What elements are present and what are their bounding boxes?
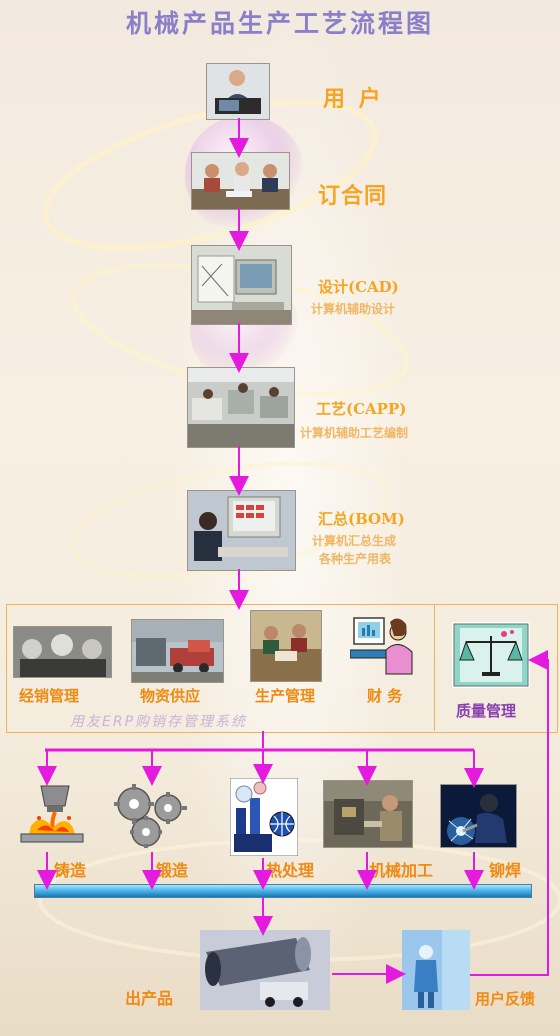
capp-photo — [187, 367, 295, 448]
module-finance-label: 财 务 — [367, 687, 403, 705]
supply-photo — [131, 619, 224, 683]
step-contract-label: 订合同 — [318, 183, 388, 209]
erp-divider — [434, 604, 435, 731]
production-photo — [250, 610, 322, 682]
sales-photo — [13, 626, 112, 678]
process-casting-label: 铸造 — [54, 861, 87, 880]
contract-photo — [191, 152, 290, 210]
feedback-photo — [402, 930, 470, 1010]
cad-photo — [191, 245, 292, 325]
machining-photo — [323, 780, 413, 848]
quality-illustration — [452, 622, 530, 688]
process-heat-label: 热处理 — [266, 861, 315, 880]
step-bom-label: 汇总(BOM) — [318, 510, 405, 528]
step-capp-sub: 计算机辅助工艺编制 — [300, 426, 409, 440]
welding-photo — [440, 784, 517, 848]
module-sales-label: 经销管理 — [19, 687, 80, 705]
product-photo — [200, 930, 330, 1010]
step-bom-sub2: 各种生产用表 — [319, 552, 392, 566]
user-photo — [206, 63, 270, 120]
page-title: 机械产品生产工艺流程图 — [125, 9, 434, 38]
casting-illustration — [17, 782, 87, 846]
output-product-label: 出产品 — [125, 989, 174, 1008]
process-forging-label: 锻造 — [156, 861, 189, 880]
bom-photo — [187, 490, 296, 571]
module-production-label: 生产管理 — [255, 687, 316, 705]
module-supply-label: 物资供应 — [140, 687, 201, 705]
module-quality-label: 质量管理 — [456, 702, 517, 720]
step-user-label: 用 户 — [323, 86, 384, 112]
process-welding-label: 铆焊 — [489, 861, 522, 880]
erp-system-box — [6, 604, 558, 733]
erp-system-label: 用友ERP购销存管理系统 — [70, 714, 248, 730]
step-cad-label: 设计(CAD) — [318, 278, 399, 296]
step-bom-sub1: 计算机汇总生成 — [312, 534, 397, 548]
heat-treatment-illustration — [229, 777, 299, 857]
step-cad-sub: 计算机辅助设计 — [311, 302, 396, 316]
process-machining-label: 机械加工 — [369, 861, 434, 880]
finance-illustration — [349, 610, 414, 680]
forging-gears-icon — [110, 780, 190, 850]
step-capp-label: 工艺(CAPP) — [316, 400, 407, 418]
output-feedback-label: 用户反馈 — [475, 990, 536, 1008]
